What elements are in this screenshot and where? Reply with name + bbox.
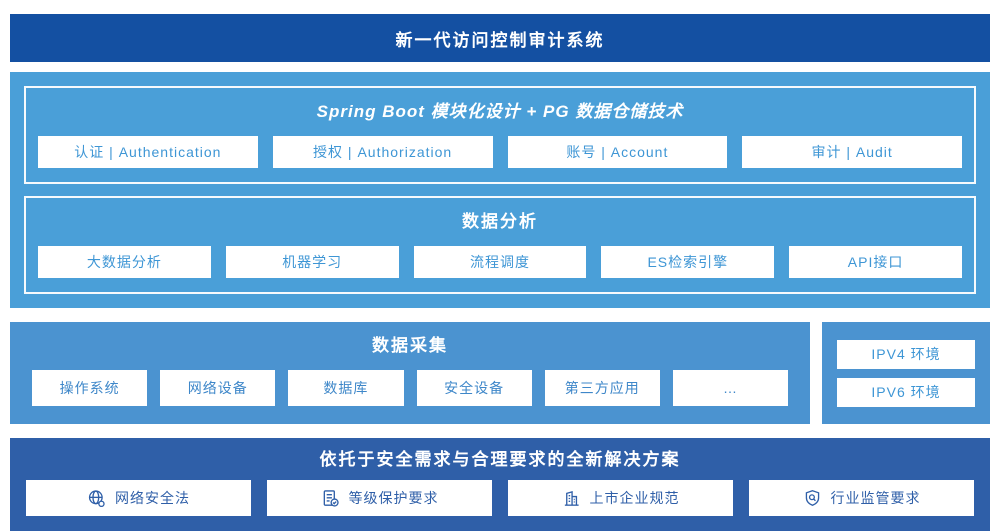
solution-box-cybersecurity-law: 网络安全法 [26, 480, 251, 516]
solution-boxes: 网络安全法 等级保护要求 [26, 480, 974, 516]
solution-label: 上市企业规范 [589, 490, 680, 506]
collect-boxes: 操作系统 网络设备 数据库 安全设备 第三方应用 … [32, 370, 789, 406]
module-box-authorization: 授权 | Authorization [272, 136, 493, 168]
shield-search-icon [803, 489, 822, 508]
network-env-section: IPV4 环境 IPV6 环境 [822, 322, 990, 424]
collect-section: 数据采集 操作系统 网络设备 数据库 安全设备 第三方应用 … [10, 322, 810, 424]
system-title-banner: 新一代访问控制审计系统 [10, 14, 990, 62]
solution-title: 依托于安全需求与合理要求的全新解决方案 [319, 450, 681, 469]
solution-box-classified-protection: 等级保护要求 [267, 480, 492, 516]
analysis-box-es: ES检索引擎 [601, 246, 775, 278]
analysis-box-bigdata: 大数据分析 [38, 246, 211, 278]
analysis-panel: 数据分析 大数据分析 机器学习 流程调度 ES检索引擎 API接口 [24, 196, 976, 294]
solution-section: 依托于安全需求与合理要求的全新解决方案 网络安全法 [10, 438, 990, 531]
collect-title: 数据采集 [372, 336, 448, 355]
solution-label: 行业监管要求 [830, 490, 921, 506]
platform-section: Spring Boot 模块化设计 + PG 数据仓储技术 认证 | Authe… [10, 72, 990, 308]
analysis-box-api: API接口 [789, 246, 962, 278]
ipv6-box: IPV6 环境 [837, 377, 975, 407]
document-check-icon [321, 489, 340, 508]
solution-box-listed-company: 上市企业规范 [508, 480, 733, 516]
analysis-box-workflow: 流程调度 [413, 246, 587, 278]
collect-box-database: 数据库 [288, 370, 404, 406]
solution-label: 等级保护要求 [348, 490, 439, 506]
analysis-panel-title: 数据分析 [462, 212, 538, 231]
collect-box-more: … [672, 370, 789, 406]
modules-panel-title: Spring Boot 模块化设计 + PG 数据仓储技术 [316, 102, 684, 121]
analysis-row: 大数据分析 机器学习 流程调度 ES检索引擎 API接口 [38, 246, 962, 278]
module-box-audit: 审计 | Audit [742, 136, 962, 168]
diagram-page: 新一代访问控制审计系统 Spring Boot 模块化设计 + PG 数据仓储技… [10, 0, 990, 531]
ipv4-box: IPV4 环境 [837, 339, 975, 369]
collection-row: 数据采集 操作系统 网络设备 数据库 安全设备 第三方应用 … IPV4 环境 … [10, 322, 990, 424]
building-icon [562, 489, 581, 508]
globe-icon [87, 489, 106, 508]
system-title: 新一代访问控制审计系统 [395, 30, 605, 50]
modules-row: 认证 | Authentication 授权 | Authorization 账… [38, 136, 962, 168]
analysis-box-ml: 机器学习 [225, 246, 399, 278]
collect-box-network-device: 网络设备 [160, 370, 276, 406]
solution-label: 网络安全法 [115, 490, 190, 506]
solution-box-industry-regulation: 行业监管要求 [749, 480, 974, 516]
collect-box-os: 操作系统 [32, 370, 148, 406]
collect-box-security-device: 安全设备 [416, 370, 532, 406]
modules-panel: Spring Boot 模块化设计 + PG 数据仓储技术 认证 | Authe… [24, 86, 976, 184]
collect-box-thirdparty: 第三方应用 [544, 370, 660, 406]
module-box-account: 账号 | Account [507, 136, 728, 168]
module-box-authentication: 认证 | Authentication [38, 136, 258, 168]
